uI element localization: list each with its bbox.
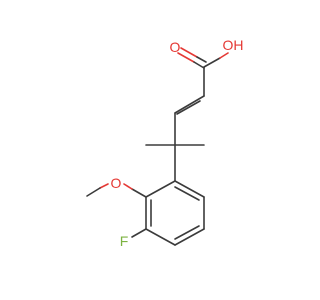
bond-ring-6	[174, 180, 205, 198]
bond-ring-f	[131, 228, 147, 238]
bond-hydroxyl	[219, 52, 229, 59]
bond-carbonyl-c	[193, 61, 205, 69]
bond-ring-1	[145, 180, 176, 198]
bond-ring-3	[145, 228, 176, 246]
bond-o-methyl	[86, 187, 101, 197]
bond-carbonyl-o-red-2	[180, 47, 198, 58]
atom-oxygen-carbonyl: O	[170, 39, 181, 55]
atom-methoxy-oxygen: O	[111, 175, 122, 191]
bond-acid-c-oh	[203, 57, 221, 68]
bond-alkene	[174, 95, 205, 114]
bond-alkene-double	[176, 100, 201, 115]
molecule-structure: O OH O F	[0, 0, 300, 300]
bond-ring-4	[174, 228, 205, 246]
background	[0, 0, 300, 300]
bond-ring-o-methoxy-red	[123, 183, 133, 190]
bond-carbonyl-c-2	[196, 56, 207, 63]
atom-fluorine: F	[120, 233, 129, 249]
bond-ring-o-methoxy	[131, 188, 147, 198]
bond-o-methyl-red	[99, 183, 109, 189]
atom-hydroxyl: OH	[223, 37, 244, 53]
bond-carbonyl-o-red	[177, 52, 195, 63]
bonds	[86, 47, 229, 246]
bond-ring-4-double	[174, 225, 200, 240]
bond-ring-6-double	[174, 186, 200, 201]
atom-labels: O OH O F	[111, 37, 244, 249]
